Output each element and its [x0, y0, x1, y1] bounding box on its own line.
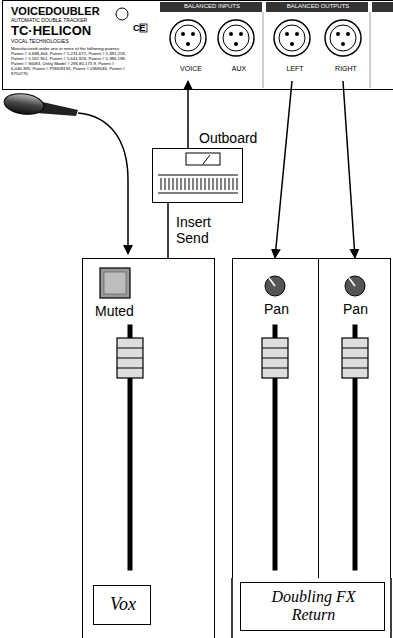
pan-label: Pan: [233, 301, 320, 317]
outboard-unit: Outboard: [152, 148, 243, 203]
channel-name: Vox: [98, 594, 148, 615]
brand-logo: TC·HELICON: [11, 24, 151, 39]
microphone: [3, 91, 128, 254]
return-frame: [232, 578, 391, 638]
xlr-jack: VOICE: [167, 19, 215, 81]
product-subtitle: AUTOMATIC DOUBLE TRACKER: [11, 18, 151, 24]
jack-label: LEFT: [271, 65, 319, 73]
mute-button: [100, 268, 130, 298]
return-strip: Pan: [232, 258, 319, 578]
xlr-jack: AUX: [215, 19, 263, 81]
xlr-jack: LEFT: [271, 19, 319, 81]
signal-connector: [167, 203, 169, 258]
channel-name-box: Vox: [93, 585, 151, 625]
mute-label: Muted: [95, 303, 155, 319]
product-name: VOICEDOUBLER: [11, 5, 151, 18]
return-strip: Pan: [318, 258, 391, 578]
panel-art: [116, 2, 393, 88]
jack-label: AUX: [215, 65, 263, 73]
patent-text: Manufactured under one or more of the fo…: [11, 47, 133, 77]
xlr-jack: RIGHT: [322, 19, 370, 81]
pan-knobs: [265, 276, 365, 296]
brand-subtitle: VOCAL TECHNOLOGIES: [11, 39, 151, 45]
channel-name-box: Doubling FX Return: [240, 582, 385, 631]
faders: [117, 325, 368, 570]
device-rear-panel: VOICEDOUBLERAUTOMATIC DOUBLE TRACKERTC·H…: [2, 0, 393, 90]
signal-connector: [187, 81, 189, 148]
outboard-art: [158, 153, 238, 193]
signal-connector: [343, 81, 355, 258]
header-bar: BALANCED INPUTS: [161, 3, 263, 10]
unit-label: Outboard: [199, 130, 261, 146]
channel-name: Doubling FX Return: [251, 588, 376, 625]
jack-label: RIGHT: [322, 65, 370, 73]
jack-label: VOICE: [167, 65, 215, 73]
channel-strip: MutedVox: [82, 258, 215, 638]
pan-label: Pan: [319, 301, 392, 317]
connector-label: Insert Send: [176, 214, 220, 246]
signal-connector: [275, 81, 292, 258]
header-bar: BALANCED OUTPUTS: [267, 3, 369, 10]
ce-mark: CE: [133, 23, 153, 33]
